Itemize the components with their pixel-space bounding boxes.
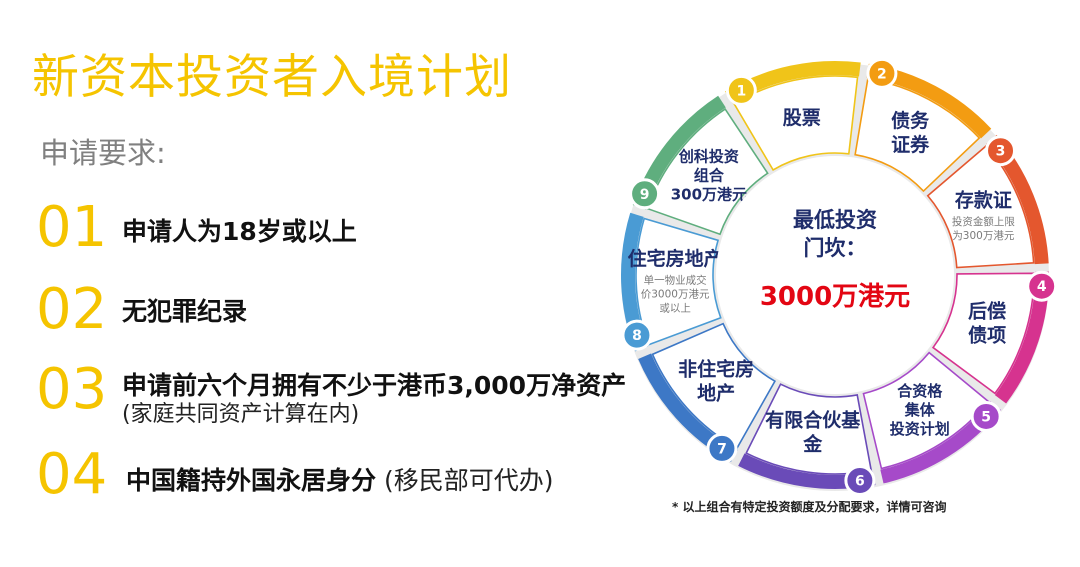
requirement-number: 02: [36, 277, 108, 342]
segment-number-badge: [866, 57, 898, 89]
requirement-text: 申请前六个月拥有不少于港币3,000万净资产: [122, 371, 627, 400]
segment-number-badge: [1026, 270, 1055, 302]
requirement-text: 申请人为18岁或以上: [122, 217, 357, 246]
requirement-subtext: (家庭共同资产计算在内): [122, 402, 360, 427]
segment-number: 5: [981, 409, 991, 425]
page-title: 新资本投资者入境计划: [32, 50, 512, 105]
segment-panel: [651, 322, 777, 450]
segment-band: [632, 95, 726, 210]
requirement-note: (移民部可代办): [376, 466, 554, 495]
segment-number: 1: [736, 83, 746, 99]
segment-label: 地产: [697, 381, 735, 404]
segment-label: 债务: [891, 109, 930, 132]
segment-band: [994, 271, 1049, 404]
segment-number-badge: [621, 319, 653, 351]
segment-number: 4: [1037, 279, 1047, 295]
requirement-number: 03: [36, 357, 108, 422]
segment-label: 存款证: [955, 188, 1012, 211]
requirement-main-text: 中国籍持外国永居身分: [126, 466, 377, 495]
segment-band: [738, 453, 876, 489]
segment-label: 金: [802, 433, 823, 456]
segment-label: 创科投资: [678, 148, 739, 166]
center-amount: 3000万港元: [760, 282, 910, 312]
segment-number-badge: [629, 178, 661, 210]
segment-label: 住宅房地产: [628, 247, 723, 270]
segment-number: 3: [996, 144, 1006, 160]
segment-band: [638, 353, 738, 462]
segment-label: 股票: [783, 107, 821, 129]
segment-label: 300万港元: [671, 186, 747, 204]
segment-label: 合资格: [896, 382, 943, 400]
segment-number-badge: [985, 135, 1017, 167]
segment-label: 后偿: [968, 300, 1006, 323]
segment-panel: [854, 77, 981, 193]
segment-note: 或以上: [659, 302, 691, 314]
segment-label: 投资计划: [890, 420, 950, 438]
segment-number: 9: [640, 187, 650, 203]
segment-panel: [926, 144, 1035, 269]
segment-band: [725, 61, 861, 104]
segment-number: 2: [877, 66, 887, 82]
segment-note: 价3000万港元: [641, 288, 710, 300]
segment-band: [986, 134, 1049, 265]
wheel-center: [716, 156, 954, 394]
segment-panel: [862, 351, 990, 470]
segment-label: 有限合伙基: [765, 409, 861, 432]
requirements-heading: 申请要求:: [40, 136, 166, 170]
segment-band: [880, 401, 1002, 484]
segment-number-badge: [970, 400, 1002, 432]
segment-number: 8: [632, 328, 642, 344]
segment-label: 非住宅房: [678, 357, 754, 380]
segment-label: 组合: [694, 167, 725, 185]
segment-panel: [732, 75, 859, 171]
segment-number-badge: [725, 74, 757, 106]
segment-number: 6: [855, 474, 865, 490]
requirement-text: 无犯罪纪录: [122, 297, 248, 326]
segment-panel: [646, 107, 769, 236]
segment-number-badge: [706, 432, 738, 464]
requirement-number: 01: [36, 195, 108, 260]
segment-panel: [931, 272, 1035, 395]
segment-note: 投资金额上限: [952, 215, 1015, 228]
segment-band: [621, 212, 649, 352]
requirement-text: 中国籍持外国永居身分 (移民部可代办): [126, 461, 553, 497]
segment-label: 证券: [891, 133, 930, 156]
segment-note: 为300万港元: [952, 230, 1015, 242]
segment-band: [866, 63, 992, 139]
segment-label: 债项: [968, 324, 1006, 347]
segment-panel: [745, 383, 873, 475]
segment-label: 集体: [904, 401, 936, 419]
segment-note: 单一物业成交: [644, 273, 707, 286]
requirement-number: 04: [36, 442, 108, 507]
segment-number: 7: [717, 441, 727, 457]
segment-number-badge: [844, 465, 876, 495]
segment-panel: [635, 217, 722, 346]
center-label: 门坎：: [804, 236, 867, 260]
center-label: 最低投资: [793, 208, 877, 232]
footnote: * 以上组合有特定投资额度及分配要求，详情可咨询: [672, 500, 947, 514]
